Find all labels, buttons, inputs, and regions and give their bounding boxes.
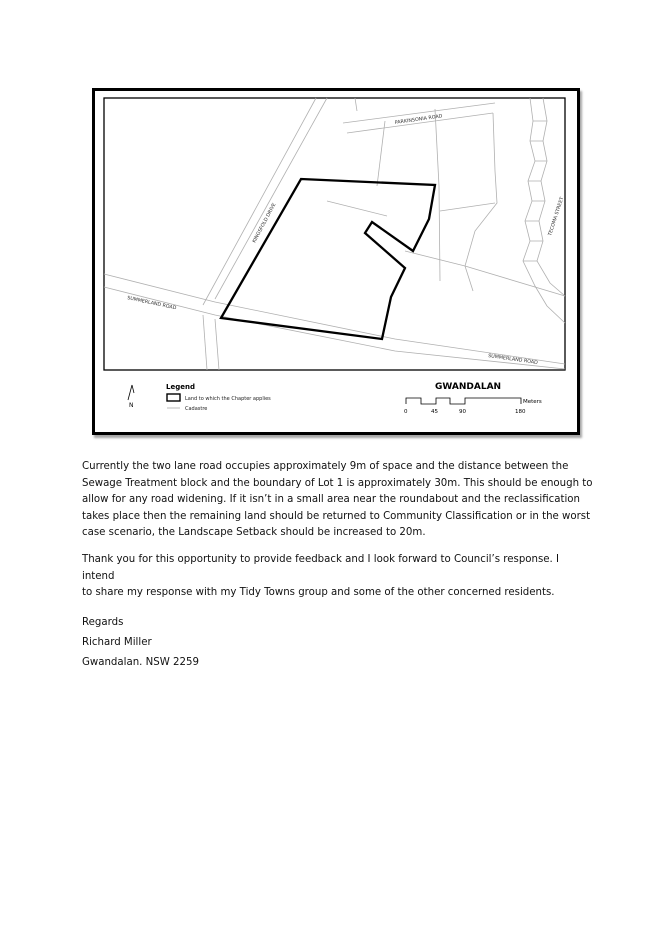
legend-label-cadastre: Cadastre bbox=[185, 406, 207, 412]
legend-label-chapter-land: Land to which the Chapter applies bbox=[185, 396, 271, 402]
road-label-tecoma: TECOMA STREET bbox=[547, 196, 565, 237]
closing: Regards bbox=[82, 617, 124, 628]
letter-signoff: Regards Richard Miller Gwandalan. NSW 22… bbox=[82, 617, 199, 677]
legend-swatch-chapter-land bbox=[166, 393, 181, 402]
scale-bar: Meters 0 45 90 180 bbox=[404, 397, 542, 415]
scale-unit: Meters bbox=[523, 399, 542, 405]
map-title: GWANDALAN bbox=[435, 382, 501, 392]
author-location: Gwandalan. NSW 2259 bbox=[82, 657, 199, 668]
letter-body: Currently the two lane road occupies app… bbox=[82, 459, 594, 612]
cadastre-lines bbox=[103, 97, 566, 371]
text-line: Sewage Treatment block and the boundary … bbox=[82, 477, 593, 489]
road-label-summerland-right: SUMMERLAND ROAD bbox=[488, 353, 539, 366]
scale-tick-90: 90 bbox=[459, 409, 466, 415]
map-canvas: PARKINSONIA ROAD KINGSFOLD DRIVE TECOMA … bbox=[103, 97, 566, 415]
north-arrow-icon: N bbox=[127, 384, 135, 409]
legend-heading: Legend bbox=[166, 383, 195, 391]
text-line: case scenario, the Landscape Setback sho… bbox=[82, 527, 426, 539]
scale-tick-45: 45 bbox=[431, 409, 438, 415]
paragraph-road-setback: Currently the two lane road occupies app… bbox=[82, 459, 594, 542]
scale-tick-180: 180 bbox=[515, 409, 526, 415]
north-label: N bbox=[129, 402, 134, 409]
chapter-land-boundary bbox=[219, 177, 437, 341]
scale-tick-0: 0 bbox=[404, 409, 408, 415]
map-figure: PARKINSONIA ROAD KINGSFOLD DRIVE TECOMA … bbox=[92, 88, 580, 435]
paragraph-thank-you: Thank you for this opportunity to provid… bbox=[82, 552, 594, 602]
text-line: allow for any road widening. If it isn’t… bbox=[82, 494, 580, 506]
text-line: takes place then the remaining land shou… bbox=[82, 510, 591, 522]
map-legend: Legend Land to which the Chapter applies… bbox=[166, 383, 271, 412]
author-name: Richard Miller bbox=[82, 637, 152, 648]
text-line: to share my response with my Tidy Towns … bbox=[82, 587, 555, 599]
map-inner-border bbox=[103, 97, 566, 371]
text-line: Currently the two lane road occupies app… bbox=[82, 461, 569, 472]
text-line: Thank you for this opportunity to provid… bbox=[82, 553, 560, 582]
